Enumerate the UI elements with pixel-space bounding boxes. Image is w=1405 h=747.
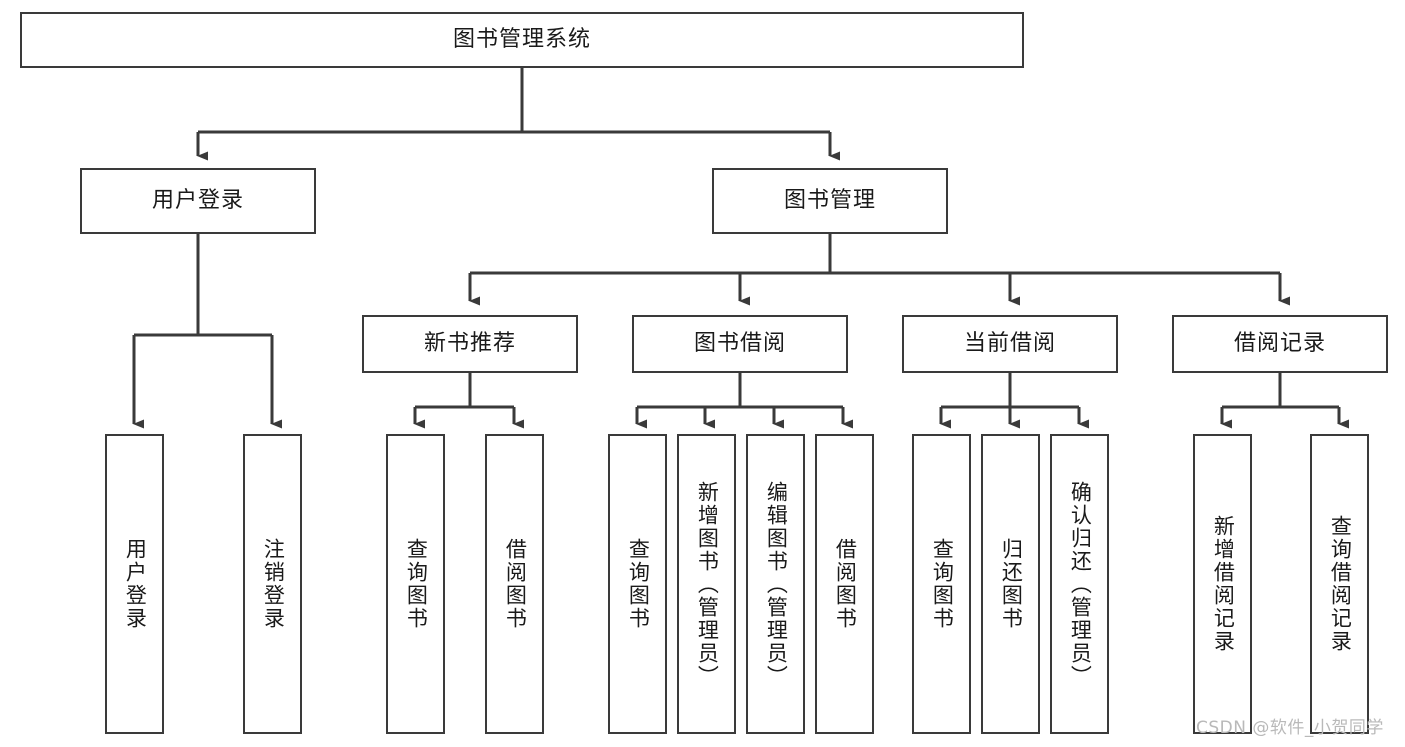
- node-leaf-logout[interactable]: 注销登录: [243, 434, 302, 734]
- node-label: 新增借阅记录: [1211, 515, 1236, 653]
- node-label: 借阅图书: [503, 538, 528, 630]
- node-leaf-edit-book-admin[interactable]: 编辑图书（管理员）: [746, 434, 805, 734]
- node-current-borrow[interactable]: 当前借阅: [902, 315, 1118, 373]
- node-label: 编辑图书（管理员）: [764, 480, 789, 688]
- node-label: 当前借阅: [963, 330, 1056, 356]
- node-leaf-borrow-book-recommend[interactable]: 借阅图书: [485, 434, 544, 734]
- node-leaf-confirm-return-admin[interactable]: 确认归还（管理员）: [1050, 434, 1109, 734]
- node-label: 确认归还（管理员）: [1068, 480, 1093, 688]
- node-label: 查询图书: [626, 538, 651, 630]
- node-label: 注销登录: [261, 538, 286, 630]
- node-label: 图书管理: [783, 187, 876, 213]
- node-leaf-user-login[interactable]: 用户登录: [105, 434, 164, 734]
- node-label: 新书推荐: [423, 330, 516, 356]
- node-leaf-add-book-admin[interactable]: 新增图书（管理员）: [677, 434, 736, 734]
- node-leaf-query-borrow-record[interactable]: 查询借阅记录: [1310, 434, 1369, 734]
- node-leaf-return-book[interactable]: 归还图书: [981, 434, 1040, 734]
- node-label: 新增图书（管理员）: [695, 480, 720, 688]
- node-new-book-recommend[interactable]: 新书推荐: [362, 315, 578, 373]
- node-book-borrow[interactable]: 图书借阅: [632, 315, 848, 373]
- node-leaf-query-book-borrow[interactable]: 查询图书: [608, 434, 667, 734]
- node-user-login[interactable]: 用户登录: [80, 168, 316, 234]
- node-leaf-add-borrow-record[interactable]: 新增借阅记录: [1193, 434, 1252, 734]
- node-root-book-management-system[interactable]: 图书管理系统: [20, 12, 1024, 68]
- node-label: 查询图书: [404, 538, 429, 630]
- node-book-management[interactable]: 图书管理: [712, 168, 948, 234]
- node-label: 查询借阅记录: [1328, 515, 1353, 653]
- node-label: 查询图书: [930, 538, 955, 630]
- node-label: 借阅记录: [1233, 330, 1326, 356]
- node-label: 借阅图书: [833, 538, 858, 630]
- node-leaf-query-book-current[interactable]: 查询图书: [912, 434, 971, 734]
- node-leaf-query-book-recommend[interactable]: 查询图书: [386, 434, 445, 734]
- node-label: 用户登录: [123, 538, 148, 630]
- node-label: 图书管理系统: [452, 26, 591, 52]
- node-label: 用户登录: [151, 187, 244, 213]
- node-leaf-borrow-book[interactable]: 借阅图书: [815, 434, 874, 734]
- node-borrow-record[interactable]: 借阅记录: [1172, 315, 1388, 373]
- node-label: 图书借阅: [693, 330, 786, 356]
- node-label: 归还图书: [999, 538, 1024, 630]
